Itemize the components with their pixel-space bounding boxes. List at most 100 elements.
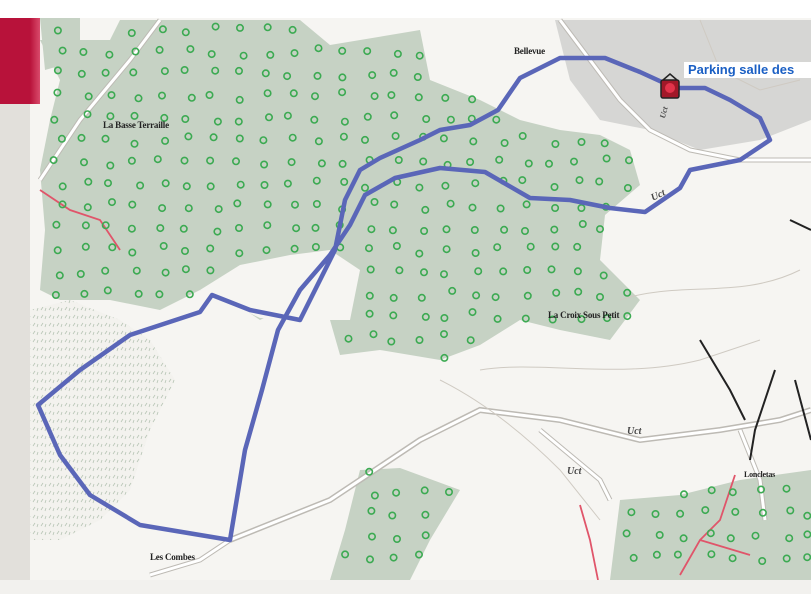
tree-icon: [499, 267, 508, 276]
tree-icon: [569, 157, 578, 166]
tree-icon: [131, 47, 140, 56]
tree-icon: [80, 289, 89, 298]
tree-icon: [127, 156, 136, 165]
tree-icon: [311, 223, 320, 232]
tree-icon: [577, 315, 586, 324]
place-label-bellevue: Bellevue: [514, 46, 545, 56]
tree-icon: [314, 137, 323, 146]
tree-icon: [415, 335, 424, 344]
tree-icon: [595, 177, 604, 186]
tree-icon: [84, 92, 93, 101]
tree-icon: [369, 330, 378, 339]
tree-icon: [469, 137, 478, 146]
tree-icon: [130, 111, 139, 120]
tree-icon: [442, 245, 451, 254]
tree-icon: [340, 177, 349, 186]
tree-icon: [363, 47, 372, 56]
tree-icon: [58, 182, 67, 191]
tree-icon: [50, 115, 59, 124]
tree-icon: [130, 139, 139, 148]
tree-icon: [262, 246, 271, 255]
scrubland-area: [30, 300, 175, 540]
tree-icon: [367, 506, 376, 515]
tree-icon: [235, 66, 244, 75]
tree-icon: [310, 92, 319, 101]
tree-icon: [213, 227, 222, 236]
tree-icon: [728, 488, 737, 497]
tree-icon: [415, 51, 424, 60]
tree-icon: [370, 491, 379, 500]
tree-icon: [595, 225, 604, 234]
tree-icon: [421, 205, 430, 214]
tree-icon: [388, 511, 397, 520]
tree-icon: [127, 224, 136, 233]
tree-icon: [394, 156, 403, 165]
tree-icon: [468, 95, 477, 104]
tree-icon: [622, 529, 631, 538]
tree-icon: [518, 132, 527, 141]
tree-icon: [290, 49, 299, 58]
woodland-top-left: [40, 18, 80, 70]
tree-icon: [623, 184, 632, 193]
parking-pin-icon[interactable]: [657, 72, 683, 102]
tree-icon: [422, 115, 431, 124]
tree-icon: [104, 179, 113, 188]
tree-icon: [338, 159, 347, 168]
tree-icon: [101, 68, 110, 77]
road-label: Uct: [567, 466, 582, 477]
tree-icon: [128, 248, 137, 257]
tree-icon: [239, 51, 248, 60]
tree-icon: [263, 89, 272, 98]
tree-icon: [651, 509, 660, 518]
tree-icon: [492, 115, 501, 124]
tree-icon: [209, 133, 218, 142]
tree-icon: [390, 200, 399, 209]
tree-icon: [235, 224, 244, 233]
tree-icon: [526, 242, 535, 251]
tree-icon: [155, 290, 164, 299]
tree-icon: [472, 291, 481, 300]
tree-icon: [471, 249, 480, 258]
tree-icon: [259, 136, 268, 145]
tree-icon: [495, 155, 504, 164]
tree-icon: [706, 529, 715, 538]
tree-icon: [310, 115, 319, 124]
tree-icon: [153, 155, 162, 164]
tree-icon: [551, 204, 560, 213]
tree-icon: [234, 117, 243, 126]
tree-icon: [214, 205, 223, 214]
tree-icon: [726, 534, 735, 543]
tree-icon: [442, 225, 451, 234]
parking-label[interactable]: Parking salle des: [684, 62, 811, 78]
tree-icon: [550, 183, 559, 192]
tree-icon: [107, 91, 116, 100]
tree-icon: [679, 534, 688, 543]
tree-icon: [786, 506, 795, 515]
tree-icon: [206, 182, 215, 191]
tree-icon: [595, 292, 604, 301]
tree-icon: [213, 117, 222, 126]
tree-icon: [728, 554, 737, 563]
tree-icon: [547, 265, 556, 274]
tree-icon: [652, 550, 661, 559]
tree-icon: [79, 47, 88, 56]
tree-icon: [261, 69, 270, 78]
tree-icon: [340, 117, 349, 126]
tree-icon: [444, 487, 453, 496]
boundary-lines: [699, 219, 811, 461]
tree-icon: [132, 266, 141, 275]
tree-icon: [550, 225, 559, 234]
tree-icon: [421, 312, 430, 321]
hiking-route[interactable]: [35, 55, 773, 543]
tree-icon: [105, 50, 114, 59]
tree-icon: [84, 177, 93, 186]
tree-icon: [365, 309, 374, 318]
tree-icon: [263, 221, 272, 230]
tree-icon: [52, 220, 61, 229]
tree-icon: [575, 176, 584, 185]
tree-icon: [161, 268, 170, 277]
tree-icon: [283, 72, 292, 81]
woodland-main: [40, 20, 640, 360]
